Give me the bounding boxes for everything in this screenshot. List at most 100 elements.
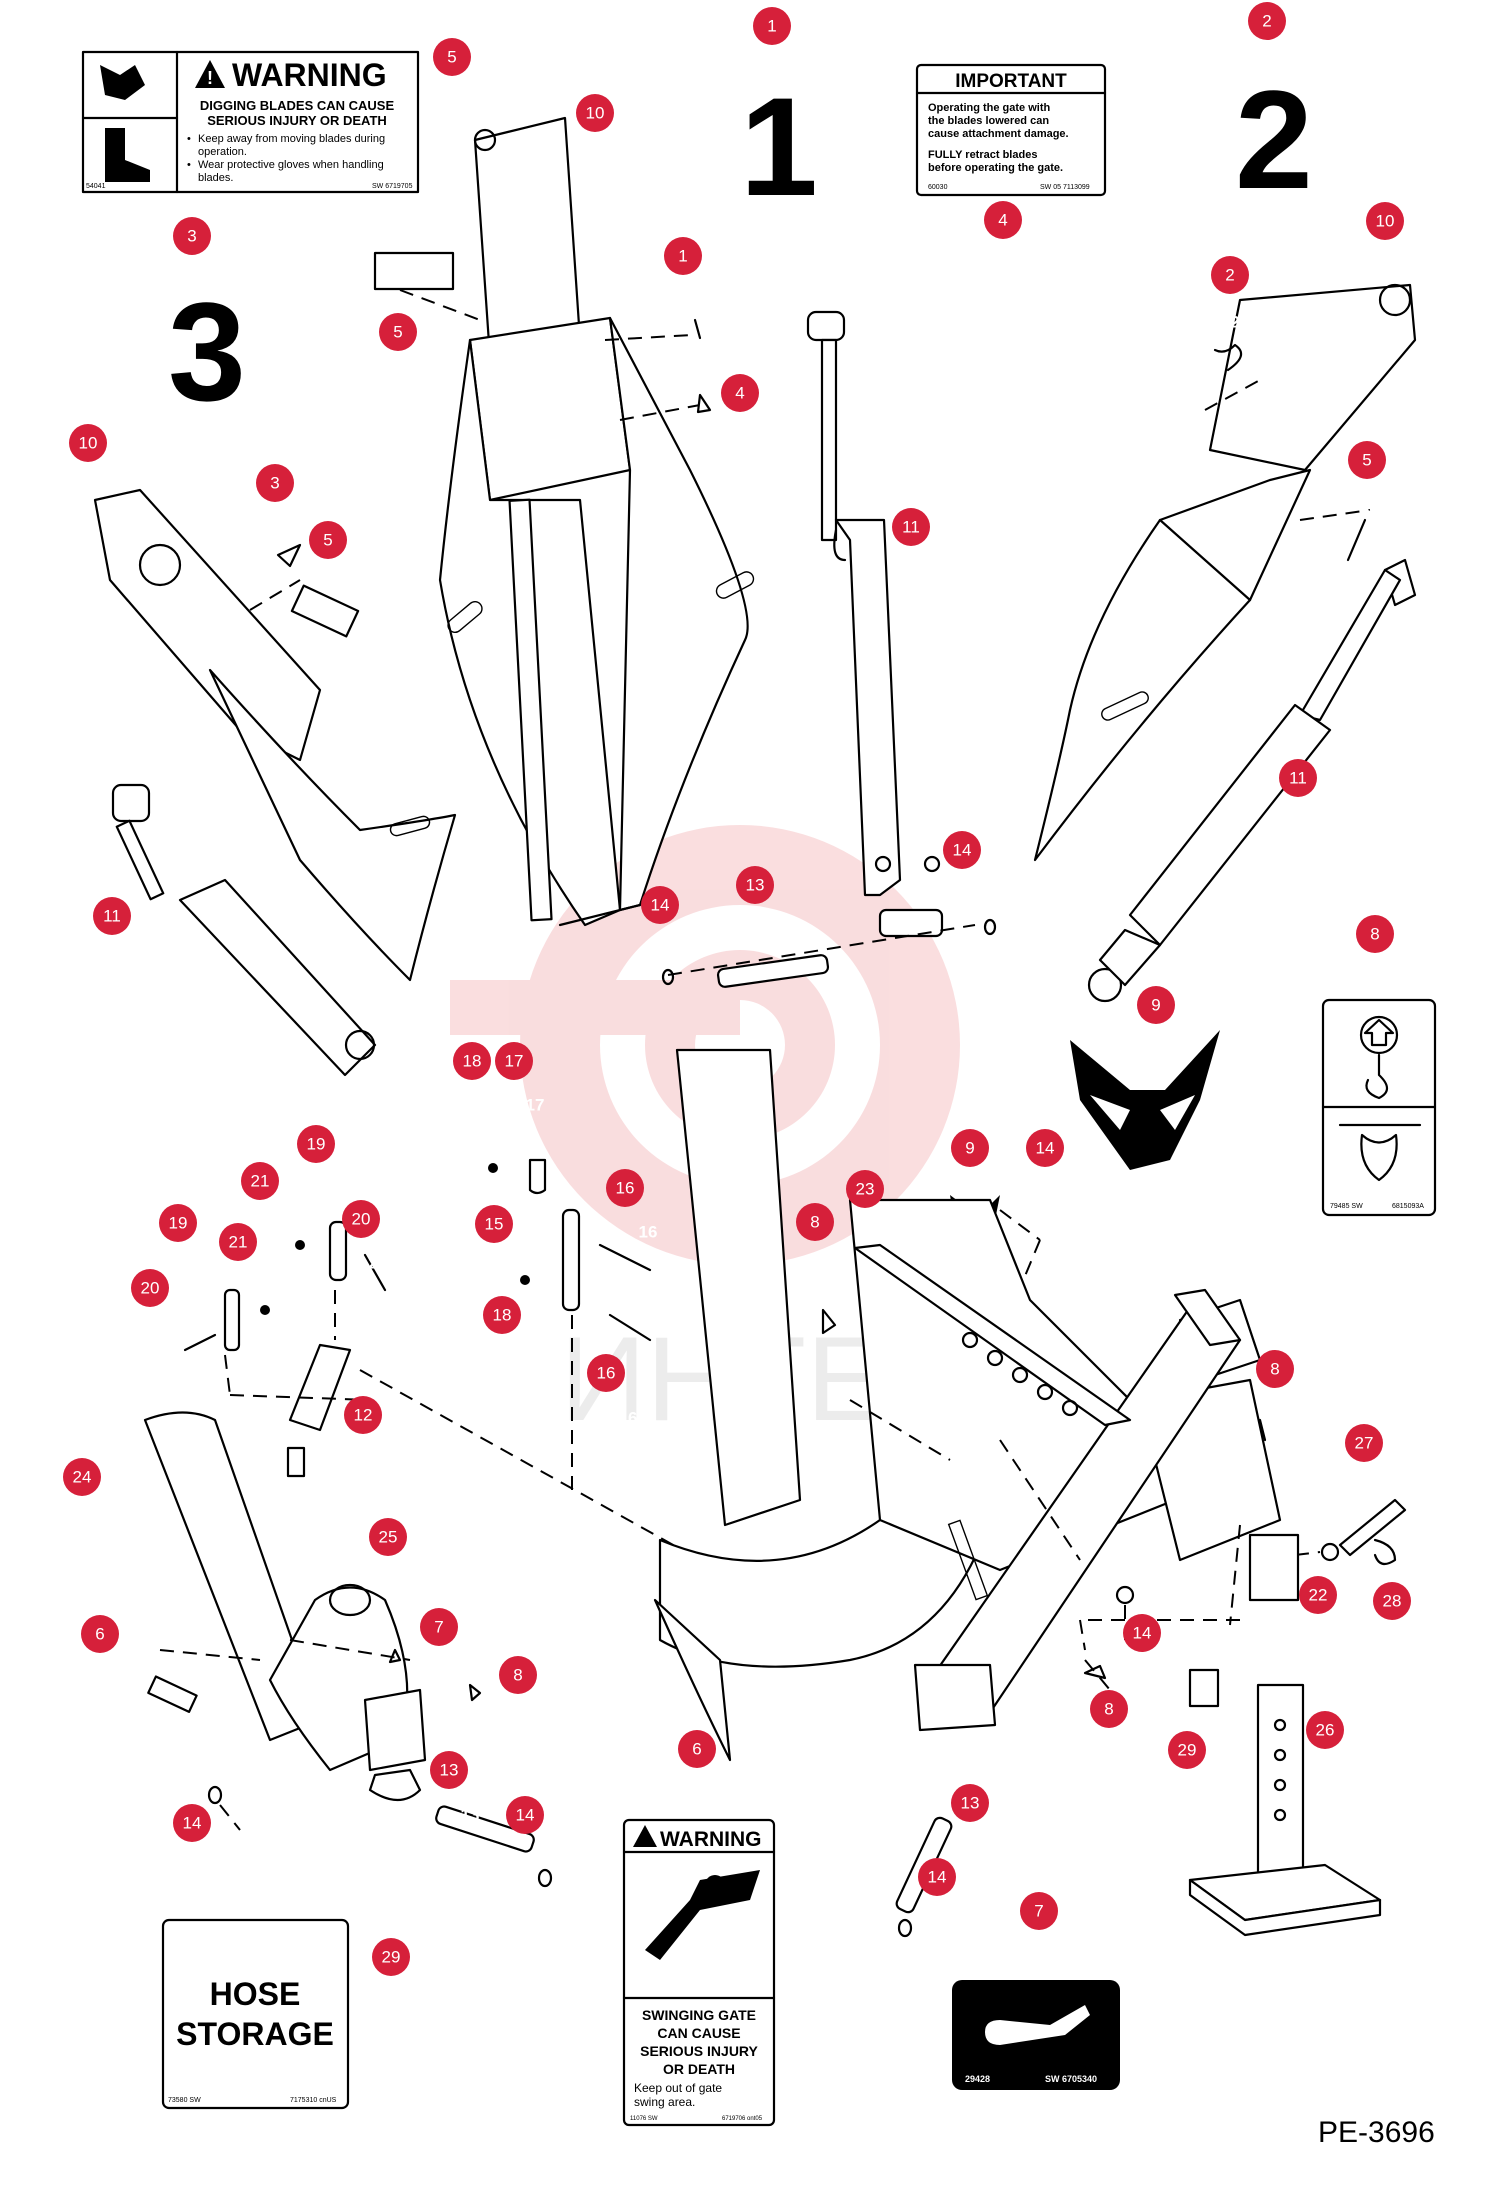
callout-number: 4: [998, 211, 1007, 230]
svg-text:Keep away from moving blades d: Keep away from moving blades during: [198, 133, 385, 145]
svg-text:IMPORTANT: IMPORTANT: [955, 71, 1067, 92]
part-number-label: 19: [188, 1259, 207, 1278]
part-number-label: 29: [401, 1991, 420, 2010]
decal-warning-blades: ! WARNING DIGGING BLADES CAN CAUSE SERIO…: [81, 50, 420, 194]
callout-number: 14: [516, 1806, 535, 1825]
part-number-label: 24: [91, 1511, 110, 1530]
callout-c-6-a: 66: [81, 1615, 119, 1688]
svg-text:before operating the gate.: before operating the gate.: [928, 162, 1063, 174]
callout-number: 9: [1151, 996, 1160, 1015]
svg-text:Wear protective gloves when ha: Wear protective gloves when handling: [198, 159, 384, 171]
callout-number: 16: [597, 1364, 616, 1383]
gate-crush-icon: [645, 1870, 760, 1960]
callout-number: 24: [73, 1468, 92, 1487]
svg-text:operation.: operation.: [198, 146, 247, 158]
callout-number: 8: [810, 1213, 819, 1232]
part-number-label: 8: [813, 1257, 822, 1276]
svg-text:Keep out of gate: Keep out of gate: [634, 2081, 722, 2095]
callout-c-1-mid: 11: [664, 237, 702, 312]
callout-c-8-e: 88: [1090, 1690, 1128, 1762]
callout-number: 22: [1309, 1586, 1328, 1605]
part-number-label: 14: [948, 1913, 967, 1932]
svg-text:11076 SW: 11076 SW: [630, 2116, 658, 2122]
svg-text:swing area.: swing area.: [634, 2095, 695, 2109]
hydraulic-cylinder-center: [806, 310, 944, 938]
callout-number: 5: [447, 48, 456, 67]
blade-frame-assembly-3: [93, 488, 457, 982]
part-number-label: 4: [737, 428, 747, 447]
callout-number: 5: [1362, 451, 1371, 470]
svg-text:6719706 ont05: 6719706 ont05: [722, 2116, 763, 2122]
decal-blank-left: [290, 584, 360, 638]
part-number-label: 14: [203, 1859, 222, 1878]
svg-text:SW 6719705: SW 6719705: [372, 183, 413, 190]
callout-number: 8: [1370, 925, 1379, 944]
part-number-label: 26: [1336, 1766, 1355, 1785]
part-number-label: 10: [94, 479, 113, 498]
callout-c-2-top: 22: [1248, 2, 1286, 78]
callout-c-24: 24 24: [63, 1458, 110, 1530]
part-number-label: 12: [374, 1451, 393, 1470]
decal-6-small: [147, 1675, 198, 1713]
decal-grease: 29428 SW 6705340: [952, 1980, 1120, 2090]
part-number-label: 8: [1113, 1743, 1122, 1762]
svg-text:CAN CAUSE: CAN CAUSE: [657, 2025, 740, 2041]
hook-icon: [1365, 1053, 1389, 1100]
part-number-label: 3: [275, 519, 284, 538]
callout-c-8-d: 88: [499, 1656, 537, 1730]
part-number-label: 13: [981, 1839, 1000, 1858]
part-number-label: 5: [328, 576, 337, 595]
callout-number: 13: [440, 1761, 459, 1780]
callout-number: 7: [434, 1618, 443, 1637]
svg-text:STORAGE: STORAGE: [176, 2016, 334, 2052]
callout-number: 13: [961, 1794, 980, 1813]
callout-c-8-b: 88: [796, 1203, 834, 1276]
main-frame-assembly: [653, 1048, 1282, 1762]
callout-number: 11: [103, 907, 121, 926]
callout-number: 19: [307, 1135, 326, 1154]
part-number-label: 25: [399, 1571, 418, 1590]
callout-number: 21: [229, 1233, 248, 1252]
callout-number: 20: [141, 1279, 160, 1298]
svg-text:•: •: [187, 159, 191, 171]
callout-number: 8: [1104, 1700, 1113, 1719]
blade-frame-assembly-1: [438, 116, 755, 927]
svg-text:cause attachment damage.: cause attachment damage.: [928, 128, 1069, 140]
callout-number: 12: [354, 1406, 373, 1425]
svg-text:6815093A: 6815093A: [1392, 1203, 1424, 1210]
svg-text:the blades lowered can: the blades lowered can: [928, 115, 1049, 127]
part-number-label: 4: [998, 256, 1008, 275]
part-number-label: 2: [1265, 59, 1274, 78]
callout-c-7-a: 77: [420, 1608, 458, 1682]
part-number-label: 20: [369, 1254, 388, 1273]
callout-number: 6: [692, 1740, 701, 1759]
part-number-label: 13: [769, 916, 788, 935]
part-number-label: 21: [273, 1216, 292, 1235]
svg-text:SERIOUS INJURY: SERIOUS INJURY: [640, 2043, 758, 2059]
callout-number: 10: [586, 104, 605, 123]
svg-text:54041: 54041: [86, 183, 106, 190]
part-number-label: 20: [161, 1324, 180, 1343]
svg-text:SWINGING GATE: SWINGING GATE: [642, 2007, 756, 2023]
callout-number: 7: [1034, 1902, 1043, 1921]
part-number-label: 29: [1196, 1786, 1215, 1805]
part-number-label: 3: [185, 271, 194, 290]
svg-text:Operating the gate with: Operating the gate with: [928, 102, 1051, 114]
svg-text:!: !: [207, 68, 213, 88]
part-number-label: 16: [639, 1223, 658, 1242]
gate-bar-23: [853, 1243, 1132, 1427]
part-number-label: 2: [1230, 313, 1239, 332]
